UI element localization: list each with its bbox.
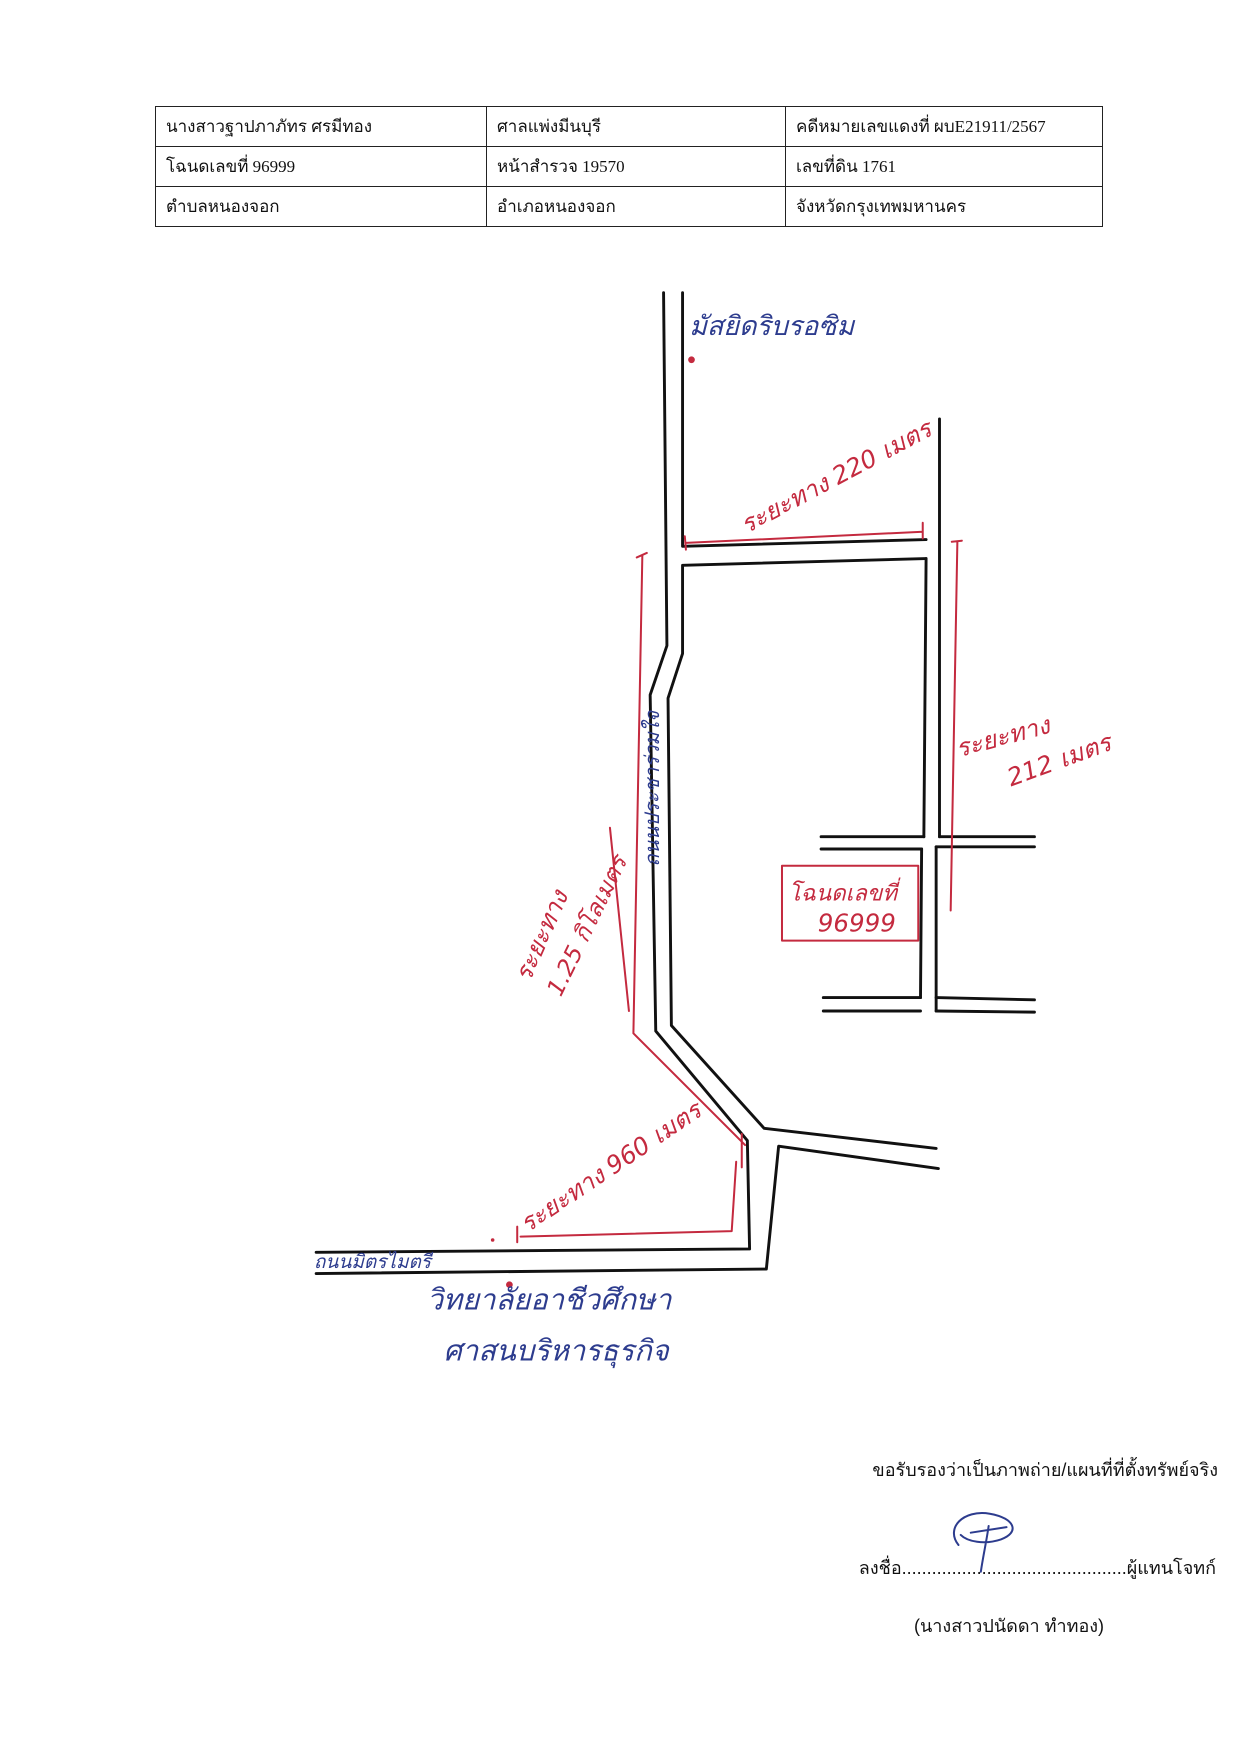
main-road-east-edge-south [666, 557, 938, 1150]
mosque-marker [688, 356, 695, 364]
table-row: โฉนดเลขที่ 96999 หน้าสำรวจ 19570 เลขที่ด… [155, 146, 1103, 187]
cross-street-south-edge [819, 845, 1036, 851]
branch-road-south-edge [314, 1144, 940, 1275]
main-road-east-edge-north [681, 291, 928, 548]
province-cell: จังหวัดกรุงเทพมหานคร [785, 186, 1103, 227]
table-row: นางสาวฐาปภาภัทร ศรมีทอง ศาลแพ่งมีนบุรี ค… [155, 106, 1103, 147]
main-road-west-edge [314, 291, 752, 1254]
signature-line: ลงชื่อ..................................… [859, 1553, 1216, 1582]
case-number-cell: คดีหมายเลขแดงที่ ผบE21911/2567 [785, 106, 1103, 147]
survey-page-cell: หน้าสำรวจ 19570 [486, 146, 786, 187]
table-row: ตำบลหนองจอก อำเภอหนองจอก จังหวัดกรุงเทพม… [155, 186, 1103, 227]
signer-name: (นางสาวปนัดดา ทำทอง) [914, 1616, 1105, 1636]
map-labels: มัสยิดริบรอซิม ถนนประชาร่วมใจ ถนนมิตรไมต… [314, 311, 1118, 1369]
distance-label-left-line1: ระยะทาง [509, 884, 575, 985]
soi-west-edge [922, 557, 928, 839]
distance-label-right-line2: 212 เมตร [1003, 727, 1117, 792]
ink-dot [490, 1238, 495, 1242]
soi-lower-west-edge [919, 847, 924, 1000]
subdistrict-cell: ตำบลหนองจอก [155, 186, 487, 227]
signature-dots: ........................................… [901, 1558, 1127, 1578]
title-deed-label-line1: โฉนดเลขที่ [789, 877, 901, 906]
title-deed-cell: โฉนดเลขที่ 96999 [155, 146, 487, 187]
signature-label: ลงชื่อ [858, 1558, 902, 1578]
college-marker [506, 1281, 513, 1289]
college-label-line1: วิทยาลัยอาชีวศึกษา [427, 1282, 673, 1316]
distance-line-top [683, 521, 924, 551]
property-info-table: นางสาวฐาปภาภัทร ศรมีทอง ศาลแพ่งมีนบุรี ค… [155, 106, 1103, 227]
court-cell: ศาลแพ่งมีนบุรี [486, 106, 786, 147]
distance-line-right [949, 539, 963, 912]
bottom-road-label: ถนนมิตรไมตรี [314, 1250, 434, 1273]
owner-name-cell: นางสาวฐาปภาภัทร ศรมีทอง [155, 106, 487, 147]
signature-role: ผู้แทนโจทก์ [1126, 1558, 1216, 1578]
lower-street-north-edge [821, 996, 1036, 1002]
distance-label-left-line2: 1.25 กิโลเมตร [541, 849, 634, 1000]
distance-line-left [608, 551, 747, 1147]
lower-street-south-edge [821, 1009, 1036, 1014]
title-deed-box [780, 864, 920, 942]
district-cell: อำเภอหนองจอก [486, 186, 786, 227]
mosque-label: มัสยิดริบรอซิม [689, 311, 855, 342]
title-deed-label-line2: 96999 [818, 909, 896, 938]
certification-statement: ขอรับรองว่าเป็นภาพถ่าย/แผนที่ที่ตั้งทรัพ… [872, 1460, 1218, 1480]
main-road-label: ถนนประชาร่วมใจ [640, 710, 664, 867]
distance-label-top: ระยะทาง 220 เมตร [735, 413, 938, 540]
college-label-line2: ศาสนบริหารธุรกิจ [443, 1334, 670, 1369]
distance-label-bottom: ระยะทาง 960 เมตร [514, 1094, 708, 1238]
distance-line-bottom [516, 1132, 743, 1244]
distance-markers [490, 356, 963, 1289]
distance-label-right-line1: ระยะทาง [953, 710, 1055, 763]
land-number-cell: เลขที่ดิน 1761 [785, 146, 1103, 187]
road-network [314, 291, 1036, 1275]
